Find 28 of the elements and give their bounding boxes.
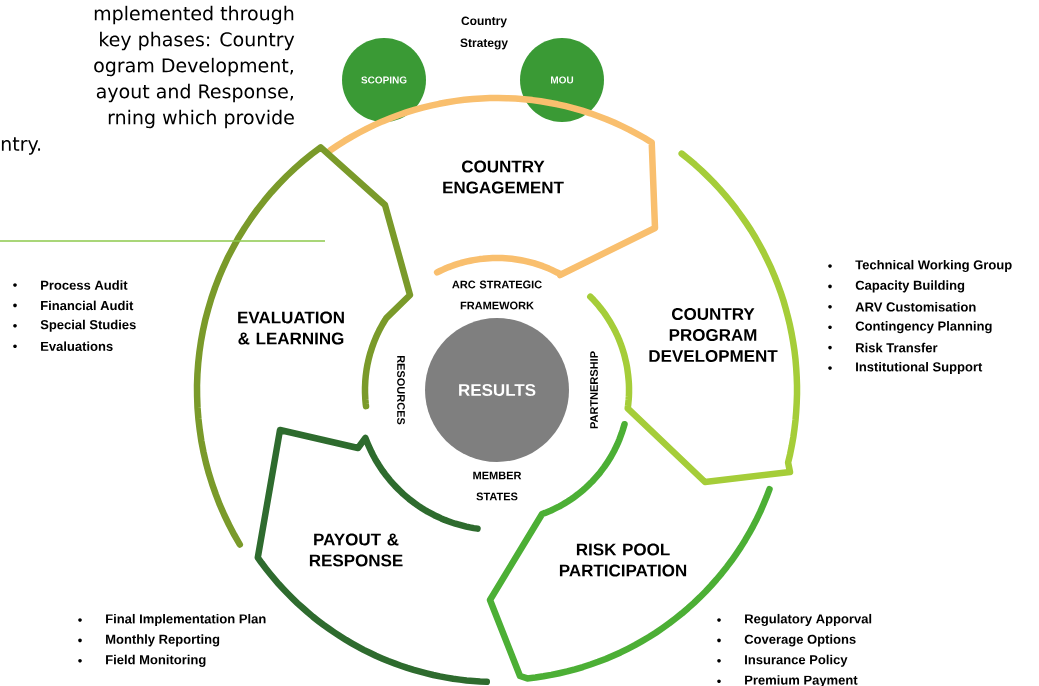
paragraph-line: mplemented through	[94, 5, 294, 25]
bullet-item: Special Studies	[40, 319, 136, 332]
cycle-segment: COUNTRY ENGAGEMENT	[327, 94, 659, 279]
bullet-item: Regulatory Apporval	[745, 613, 872, 627]
bullet-item: Coverage Options	[744, 634, 856, 647]
bullet-item: Monthly Reporting	[106, 634, 220, 647]
paragraph-line: rning which provide	[108, 109, 294, 129]
bullet-item: Contingency Planning	[855, 321, 992, 334]
bullet-item: Financial Audit	[41, 300, 134, 311]
bullet-item: ARV Customisation	[855, 302, 976, 312]
bullet-item: Process Audit	[41, 280, 128, 290]
paragraph-line: key phases: Country	[100, 31, 295, 51]
bullet-item: Capacity Building	[855, 280, 965, 293]
bullet-item: Institutional Support	[856, 361, 983, 375]
ring-label: PARTNERSHIP	[590, 351, 598, 429]
paragraph-line: ogram Development,	[94, 57, 293, 77]
bullet-item: Field Monitoring	[106, 654, 206, 667]
paragraph-line: ayout and Response,	[96, 83, 293, 103]
bullet-item: Evaluations	[41, 341, 113, 351]
strategy-label: Country Strategy	[460, 16, 508, 50]
bullet-item: Insurance Policy	[745, 654, 848, 667]
bullet-item: Technical Working Group	[855, 259, 1012, 273]
ring-label: ARC STRATEGIC FRAMEWORK	[452, 280, 542, 310]
ring-label: MEMBER STATES	[473, 471, 522, 501]
paragraph-line: ntry.	[1, 137, 41, 155]
bullet-item: Final Implementation Plan	[106, 613, 266, 627]
bullet-item: Risk Transfer	[856, 342, 938, 353]
ring-label: RESOURCES	[397, 355, 405, 425]
